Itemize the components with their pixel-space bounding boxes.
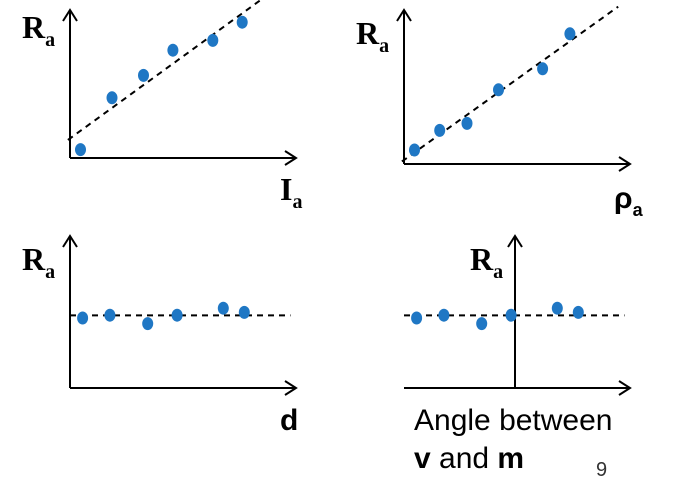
data-point — [171, 308, 183, 322]
data-point — [411, 311, 423, 325]
x-axis-label: ρa — [614, 182, 644, 220]
data-point — [104, 308, 116, 322]
data-point — [409, 143, 420, 157]
data-point — [142, 317, 154, 331]
data-point — [77, 311, 89, 325]
data-point — [238, 305, 250, 319]
y-axis-label: Ra — [22, 9, 55, 51]
data-point — [138, 68, 149, 82]
y-axis-label: Ra — [356, 15, 389, 57]
chart-panel-3: Ra d — [22, 234, 298, 437]
x-axis-label: d — [280, 404, 298, 437]
chart-panel-2: Ra ρa — [356, 5, 644, 220]
data-point — [461, 116, 473, 130]
x-axis-label: Ia — [280, 171, 302, 213]
y-axis-label: Ra — [22, 241, 55, 283]
data-point — [438, 308, 450, 322]
trend-line — [67, 0, 263, 141]
data-point — [493, 83, 504, 97]
trend-line — [401, 5, 619, 163]
data-point — [75, 143, 86, 157]
data-point — [505, 308, 517, 322]
data-point — [236, 15, 248, 29]
data-point — [434, 123, 446, 137]
page-number: 9 — [596, 459, 607, 481]
data-point — [167, 43, 179, 57]
data-point — [537, 62, 549, 76]
data-point — [476, 317, 488, 331]
data-point — [207, 33, 219, 47]
data-point — [572, 305, 584, 319]
data-point — [217, 301, 229, 315]
data-point — [106, 91, 118, 105]
y-axis-label: Ra — [470, 241, 503, 283]
data-point — [564, 27, 576, 41]
data-point — [551, 301, 563, 315]
